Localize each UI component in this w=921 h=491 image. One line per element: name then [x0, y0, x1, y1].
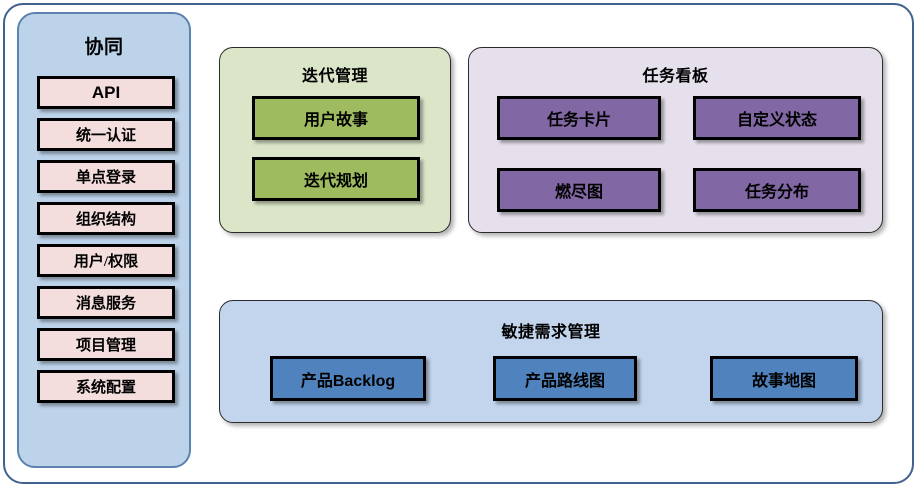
agile-item-story-map[interactable]: 故事地图	[710, 356, 858, 401]
iteration-item-iteration-planning[interactable]: 迭代规划	[252, 157, 420, 201]
iteration-panel-title: 迭代管理	[301, 68, 368, 85]
agile-item-product-roadmap[interactable]: 产品路线图	[493, 356, 637, 401]
sidebar-item-org-structure[interactable]: 组织结构	[37, 202, 175, 235]
panel-task-board[interactable]: 任务看板 任务卡片 自定义状态 燃尽图 任务分布	[468, 47, 883, 233]
agile-item-product-backlog[interactable]: 产品Backlog	[270, 356, 426, 401]
sidebar-item-project-management[interactable]: 项目管理	[37, 328, 175, 361]
taskboard-item-task-card[interactable]: 任务卡片	[497, 96, 661, 140]
sidebar-item-message-service[interactable]: 消息服务	[37, 286, 175, 319]
panel-iteration-management[interactable]: 迭代管理 用户故事 迭代规划	[219, 47, 451, 233]
taskboard-item-burndown-chart[interactable]: 燃尽图	[497, 168, 661, 212]
sidebar-item-api[interactable]: API	[37, 76, 175, 109]
sidebar-item-single-sign-on[interactable]: 单点登录	[37, 160, 175, 193]
sidebar-item-system-config[interactable]: 系统配置	[37, 370, 175, 403]
taskboard-panel-title: 任务看板	[642, 68, 709, 85]
agile-panel-title: 敏捷需求管理	[501, 324, 601, 341]
taskboard-item-custom-status[interactable]: 自定义状态	[693, 96, 861, 140]
panel-agile-requirements[interactable]: 敏捷需求管理 产品Backlog 产品路线图 故事地图	[219, 300, 883, 423]
sidebar-item-user-permission[interactable]: 用户/权限	[37, 244, 175, 277]
sidebar-item-unified-auth[interactable]: 统一认证	[37, 118, 175, 151]
sidebar-panel-collaboration[interactable]: 协同 API 统一认证 单点登录 组织结构 用户/权限 消息服务 项目管理 系统…	[17, 12, 191, 468]
sidebar-item-list: API 统一认证 单点登录 组织结构 用户/权限 消息服务 项目管理 系统配置	[37, 76, 175, 412]
taskboard-item-task-distribution[interactable]: 任务分布	[693, 168, 861, 212]
iteration-item-user-story[interactable]: 用户故事	[252, 96, 420, 140]
sidebar-title: 协同	[84, 37, 124, 58]
